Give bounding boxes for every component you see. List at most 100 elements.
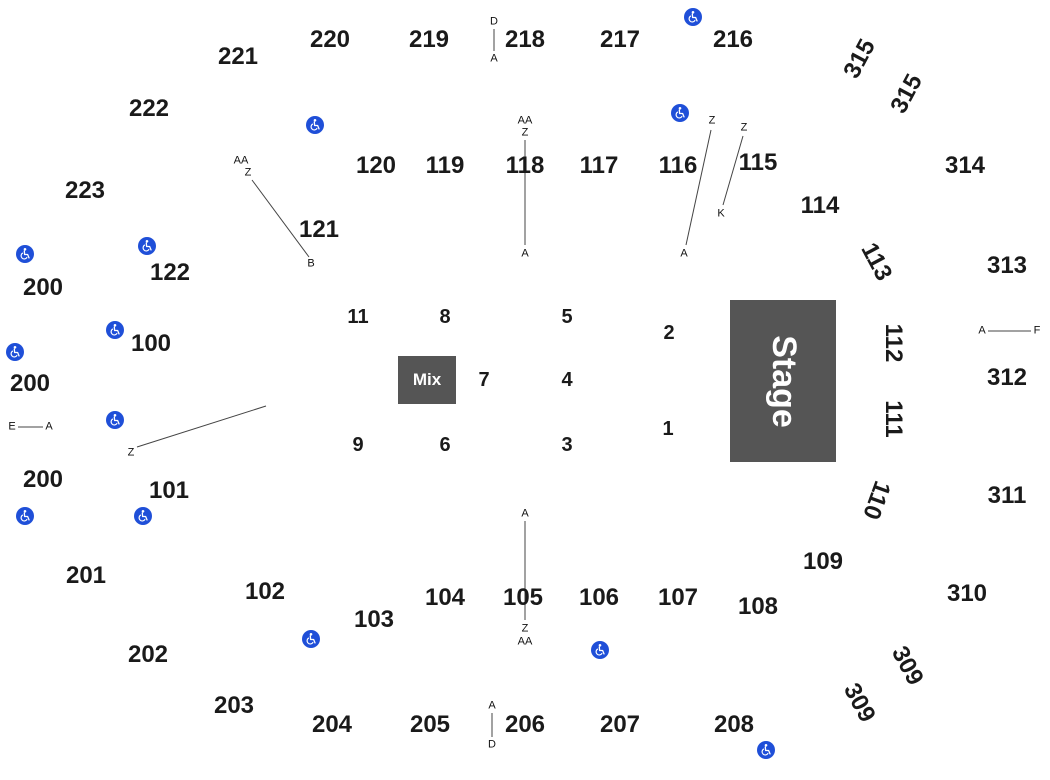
wheelchair-icon[interactable] [302,630,320,648]
section-115[interactable]: 115 [738,149,778,176]
section-202[interactable]: 202 [127,641,169,668]
section-219[interactable]: 219 [408,26,450,53]
row-label: E [8,420,16,433]
mix-label: Mix [412,370,442,389]
floor-section-6[interactable]: 6 [439,434,451,456]
floor-section-8[interactable]: 8 [439,306,451,328]
section-102[interactable]: 102 [244,578,286,605]
section-114[interactable]: 114 [800,192,840,219]
row-label: Z [708,114,716,127]
wheelchair-icon[interactable] [6,343,24,361]
section-310[interactable]: 310 [946,580,988,607]
wheelchair-icon[interactable] [16,245,34,263]
section-121[interactable]: 121 [298,216,340,243]
section-218[interactable]: 218 [504,26,546,53]
wheelchair-icon[interactable] [671,104,689,122]
row-label: Z [521,126,529,139]
row-label: Z [244,166,252,179]
floor-section-4[interactable]: 4 [561,369,573,391]
row-label: Z [521,622,529,635]
section-313[interactable]: 313 [986,252,1028,279]
wheelchair-icon[interactable] [16,507,34,525]
section-200-lower[interactable]: 200 [22,466,64,493]
wheelchair-icon[interactable] [106,321,124,339]
section-216[interactable]: 216 [712,26,754,53]
row-label: AA [233,154,249,167]
section-312[interactable]: 312 [986,364,1028,391]
row-line-116 [685,129,712,246]
row-label: D [490,15,498,28]
section-103[interactable]: 103 [353,606,395,633]
section-223[interactable]: 223 [64,177,106,204]
row-label: A [45,420,53,433]
row-label: AA [517,114,533,127]
wheelchair-icon[interactable] [306,116,324,134]
floor-section-7[interactable]: 7 [478,369,490,391]
row-label: A [521,247,529,260]
floor-section-3[interactable]: 3 [561,434,573,456]
floor-section-1[interactable]: 1 [662,418,674,440]
section-220[interactable]: 220 [309,26,351,53]
wheelchair-icon[interactable] [757,741,775,759]
section-204[interactable]: 204 [311,711,353,738]
section-109[interactable]: 109 [802,548,844,575]
row-label: F [1033,324,1041,337]
section-101[interactable]: 101 [148,477,190,504]
mix-position: Mix [398,356,456,404]
row-line-101 [136,405,267,448]
section-208[interactable]: 208 [713,711,755,738]
section-314[interactable]: 314 [944,152,986,179]
row-label: K [717,207,725,220]
row-label: Z [127,446,135,459]
floor-section-11[interactable]: 11 [347,306,369,328]
section-120[interactable]: 120 [355,152,397,179]
row-label: D [488,738,496,751]
wheelchair-icon[interactable] [684,8,702,26]
wheelchair-icon[interactable] [591,641,609,659]
row-label: A [490,52,498,65]
row-label: A [680,247,688,260]
floor-section-9[interactable]: 9 [352,434,364,456]
wheelchair-icon[interactable] [138,237,156,255]
row-label: A [488,699,496,712]
section-205[interactable]: 205 [409,711,451,738]
section-118[interactable]: 118 [505,152,545,179]
section-311[interactable]: 311 [987,482,1027,509]
section-119[interactable]: 119 [425,152,465,179]
section-200-upper[interactable]: 200 [22,274,64,301]
row-label: B [307,257,315,270]
row-label: AA [517,635,533,648]
section-106[interactable]: 106 [578,584,620,611]
section-105[interactable]: 105 [502,584,544,611]
section-112[interactable]: 112 [880,323,907,363]
section-107[interactable]: 107 [657,584,699,611]
section-207[interactable]: 207 [599,711,641,738]
row-label: A [978,324,986,337]
section-104[interactable]: 104 [424,584,466,611]
section-122[interactable]: 122 [149,259,191,286]
row-line-115 [722,135,744,206]
section-117[interactable]: 117 [579,152,619,179]
row-line-121 [251,179,310,258]
row-label: A [521,507,529,520]
section-116[interactable]: 116 [658,152,698,179]
stage-label: Stage [764,334,803,428]
wheelchair-icon[interactable] [134,507,152,525]
section-200-middle[interactable]: 200 [9,370,51,397]
row-label: Z [740,121,748,134]
section-206[interactable]: 206 [504,711,546,738]
section-203[interactable]: 203 [213,692,255,719]
section-222[interactable]: 222 [128,95,170,122]
section-108[interactable]: 108 [737,593,779,620]
section-100[interactable]: 100 [130,330,172,357]
wheelchair-icon[interactable] [106,411,124,429]
section-201[interactable]: 201 [65,562,107,589]
section-217[interactable]: 217 [599,26,641,53]
stage: Stage [730,300,836,462]
section-111[interactable]: 111 [880,400,907,438]
section-221[interactable]: 221 [217,43,259,70]
floor-section-2[interactable]: 2 [663,322,675,344]
floor-section-5[interactable]: 5 [561,306,573,328]
